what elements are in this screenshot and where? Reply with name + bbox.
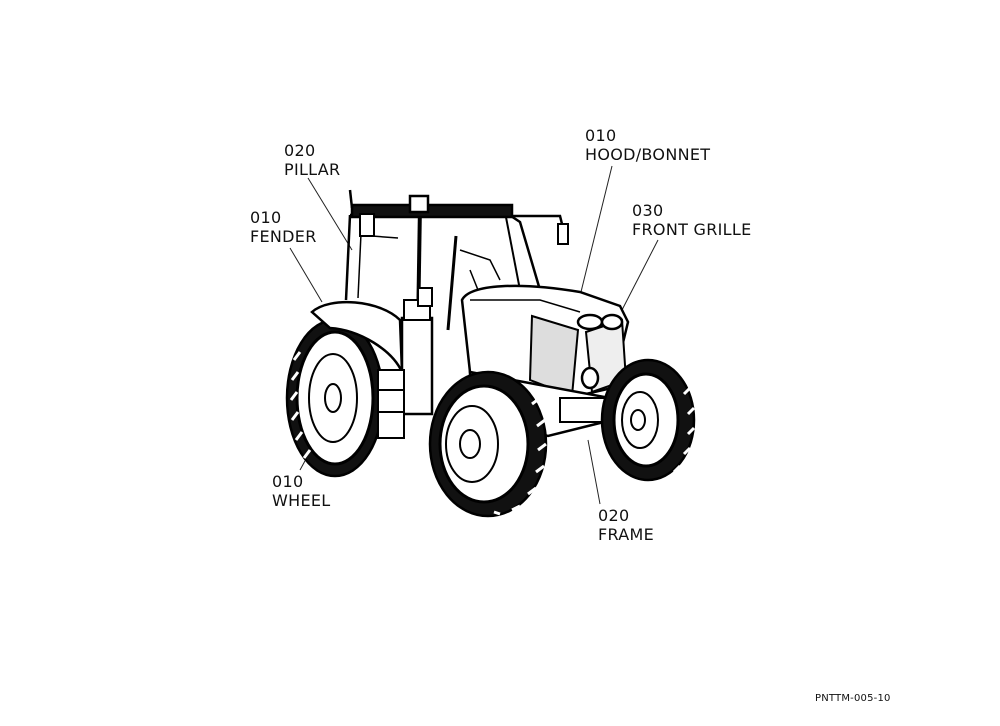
callout-front-grille: 030 FRONT GRILLE	[632, 201, 752, 239]
callout-fender: 010 FENDER	[250, 208, 317, 246]
callout-name: FENDER	[250, 227, 317, 246]
front-right-wheel	[600, 358, 696, 482]
callout-pillar: 020 PILLAR	[284, 141, 340, 179]
cab-steps	[377, 369, 405, 439]
leader-fender	[289, 247, 323, 303]
callout-code: 020	[598, 506, 630, 525]
callout-code: 020	[284, 141, 316, 160]
callout-hood-bonnet: 010 HOOD/BONNET	[585, 126, 710, 164]
callout-frame: 020 FRAME	[598, 506, 654, 544]
callout-code: 010	[585, 126, 617, 145]
leader-hood	[579, 165, 613, 297]
document-id: PNTTM-005-10	[815, 693, 891, 704]
rear-left-wheel	[285, 318, 385, 478]
leader-frame	[587, 439, 601, 505]
mirrors	[359, 213, 569, 307]
callout-code: 010	[250, 208, 282, 227]
callout-code: 010	[272, 472, 304, 491]
leader-grille	[621, 239, 659, 311]
rear-right-wheel	[428, 370, 548, 518]
callout-name: HOOD/BONNET	[585, 145, 711, 164]
front-grille	[528, 313, 628, 398]
callout-wheel: 010 WHEEL	[272, 472, 330, 510]
exhaust-stack	[400, 316, 434, 416]
callout-name: WHEEL	[272, 491, 331, 510]
tractor-illustration	[285, 189, 696, 518]
leader-pillar	[307, 177, 353, 251]
callout-name: FRAME	[598, 525, 655, 544]
callout-code: 030	[632, 201, 664, 220]
cab	[344, 189, 568, 331]
callout-name: FRONT GRILLE	[632, 220, 752, 239]
callout-name: PILLAR	[284, 160, 341, 179]
